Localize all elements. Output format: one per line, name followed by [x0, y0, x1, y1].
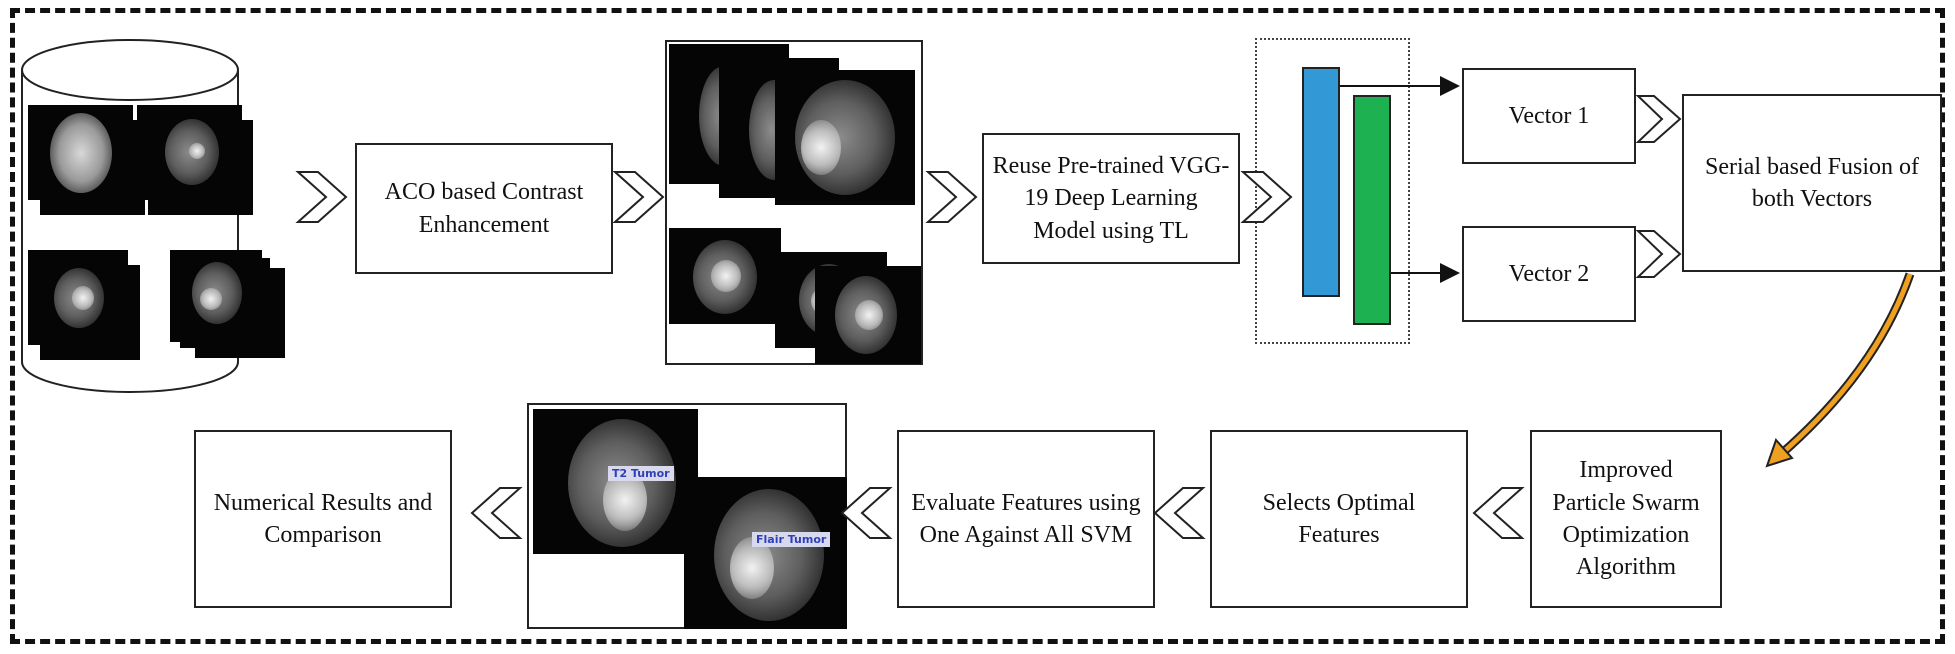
vector-1-box: Vector 1 [1462, 68, 1636, 164]
serial-fusion-label: Serial based Fusion of both Vectors [1705, 153, 1919, 212]
contrast-enhancement-box: ACO based Contrast Enhancement [355, 143, 613, 274]
chevron-right-icon [1635, 95, 1682, 143]
flair-mri-image: Flair Tumor [684, 477, 847, 629]
reuse-vgg19-label: Reuse Pre-trained VGG-19 Deep Learning M… [992, 152, 1230, 244]
select-optimal-features-box: Selects Optimal Features [1210, 430, 1468, 608]
improved-pso-box: Improved Particle Swarm Optimization Alg… [1530, 430, 1722, 608]
vector-2-label: Vector 2 [1508, 260, 1590, 287]
tumor-result-frame: T2 Tumor Flair Tumor [527, 403, 847, 629]
serial-fusion-box: Serial based Fusion of both Vectors [1682, 94, 1942, 272]
evaluate-svm-box: Evaluate Features using One Against All … [897, 430, 1155, 608]
t2-mri-image: T2 Tumor [533, 409, 698, 554]
improved-pso-label: Improved Particle Swarm Optimization Alg… [1552, 457, 1700, 581]
t2-tumor-tag: T2 Tumor [608, 466, 674, 481]
chevron-right-icon [1635, 230, 1682, 278]
chevron-right-icon [1240, 171, 1293, 223]
chevron-left-icon [1153, 487, 1206, 539]
vector-1-label: Vector 1 [1508, 102, 1590, 129]
feature-layer-2 [1353, 95, 1391, 325]
chevron-left-icon [1472, 487, 1525, 539]
feature-layers-box [1255, 38, 1410, 344]
chevron-right-icon [612, 171, 665, 223]
chevron-right-icon [295, 171, 348, 223]
evaluate-svm-label: Evaluate Features using One Against All … [911, 489, 1141, 548]
reuse-vgg19-box: Reuse Pre-trained VGG-19 Deep Learning M… [982, 133, 1240, 264]
numerical-results-label: Numerical Results and Comparison [213, 489, 433, 548]
flair-tumor-tag: Flair Tumor [752, 532, 831, 547]
vector-2-box: Vector 2 [1462, 226, 1636, 322]
numerical-results-box: Numerical Results and Comparison [194, 430, 452, 608]
chevron-left-icon [840, 487, 893, 539]
enhanced-images-frame [665, 40, 923, 365]
chevron-right-icon [925, 171, 978, 223]
select-optimal-features-label: Selects Optimal Features [1262, 489, 1416, 548]
chevron-left-icon [470, 487, 523, 539]
diagram-frame [10, 8, 1945, 644]
feature-layer-1 [1302, 67, 1340, 297]
contrast-enhancement-label: ACO based Contrast Enhancement [384, 179, 584, 238]
